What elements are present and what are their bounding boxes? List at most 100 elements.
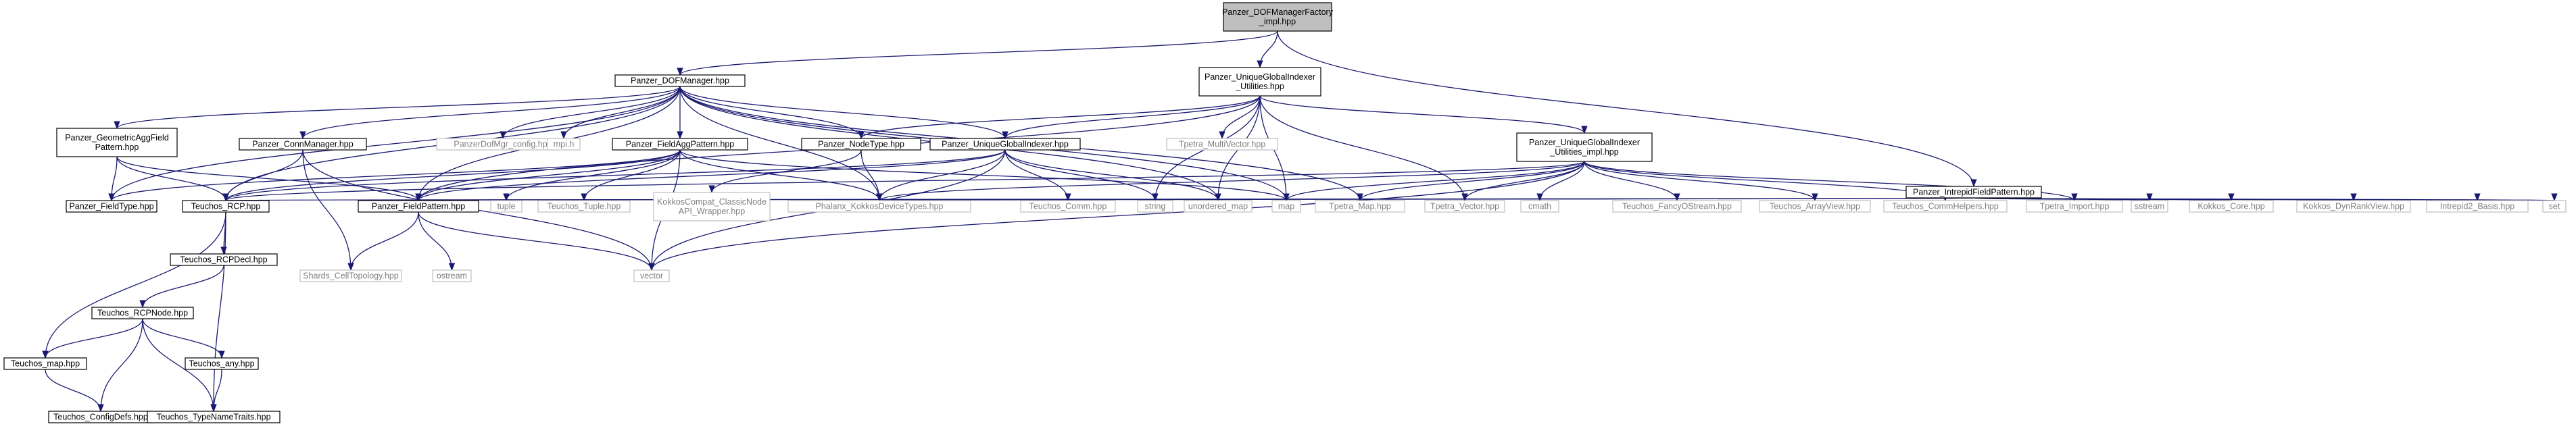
node-label: Panzer_DOFManagerFactory bbox=[1222, 7, 1334, 17]
node-label: Panzer_FieldType.hpp bbox=[69, 202, 153, 211]
node-label: mpi.h bbox=[554, 140, 575, 149]
node-label: Panzer_ConnManager.hpp bbox=[252, 140, 353, 149]
node-box bbox=[653, 192, 771, 222]
edge-rcpnode-to-tany bbox=[142, 318, 225, 359]
edge-tany-to-typename bbox=[210, 369, 222, 413]
node-box bbox=[1020, 200, 1116, 213]
node-box bbox=[929, 138, 1081, 151]
node-box bbox=[185, 357, 259, 370]
edge-dofmgr-to-geomagg bbox=[114, 86, 681, 130]
edge-ugi-to-rcp bbox=[222, 149, 1006, 202]
node-box bbox=[2189, 200, 2274, 213]
node-box bbox=[1883, 200, 2008, 213]
node-cmath: cmath bbox=[1520, 200, 1559, 213]
node-fancy: Teuchos_FancyOStream.hpp bbox=[1612, 200, 1742, 213]
node-fieldpat[interactable]: Panzer_FieldPattern.hpp bbox=[358, 200, 479, 213]
edge-geomagg-to-fieldpat bbox=[116, 156, 422, 202]
edge-ugiuimpl-to-tvec bbox=[1461, 161, 1585, 202]
edge-fieldagg-to-phalanx bbox=[679, 149, 883, 202]
node-box bbox=[91, 307, 194, 319]
node-label: Teuchos_ArrayView.hpp bbox=[1770, 202, 1860, 211]
node-box bbox=[787, 200, 971, 213]
node-rcp[interactable]: Teuchos_RCP.hpp bbox=[182, 200, 270, 213]
node-root[interactable]: Panzer_DOFManagerFactory_impl.hpp bbox=[1222, 2, 1334, 32]
node-label: Teuchos_TypeNameTraits.hpp bbox=[156, 413, 270, 422]
node-tcomm: Teuchos_Comm.hpp bbox=[1020, 200, 1116, 213]
edge-ugi-to-umap bbox=[1004, 149, 1221, 202]
edge-fieldagg-to-rcp bbox=[222, 149, 681, 202]
node-label: Teuchos_FancyOStream.hpp bbox=[1622, 202, 1732, 211]
edge-ugi-to-tcomm bbox=[1004, 149, 1071, 202]
node-label: unordered_map bbox=[1188, 202, 1248, 211]
node-box bbox=[1424, 200, 1505, 213]
edge-ugiu-to-ugi bbox=[1002, 95, 1261, 140]
node-ugi[interactable]: Panzer_UniqueGlobalIndexer.hpp bbox=[929, 138, 1081, 151]
node-ugiuimpl[interactable]: Panzer_UniqueGlobalIndexer_Utilities_imp… bbox=[1516, 132, 1653, 162]
node-tmaph[interactable]: Teuchos_map.hpp bbox=[3, 357, 87, 370]
node-cfgdefs[interactable]: Teuchos_ConfigDefs.hpp bbox=[48, 411, 153, 423]
node-intrepidfp[interactable]: Panzer_IntrepidFieldPattern.hpp bbox=[1905, 186, 2042, 199]
node-fieldtype[interactable]: Panzer_FieldType.hpp bbox=[66, 200, 157, 213]
node-mpih: mpi.h bbox=[547, 138, 581, 151]
edge-ugiu-to-nodetype bbox=[858, 95, 1261, 140]
edge-tmaph-to-cfgdefs bbox=[45, 369, 104, 413]
node-label: Teuchos_Comm.hpp bbox=[1029, 202, 1107, 211]
node-label: Panzer_UniqueGlobalIndexer bbox=[1205, 72, 1315, 82]
edge-ugiuimpl-to-rcp bbox=[223, 161, 1585, 202]
node-box bbox=[801, 138, 921, 151]
node-label: Tpetra_Map.hpp bbox=[1329, 202, 1391, 211]
node-label: _Utilities_impl.hpp bbox=[1549, 147, 1618, 157]
node-box bbox=[1271, 200, 1301, 213]
node-connmgr[interactable]: Panzer_ConnManager.hpp bbox=[239, 138, 367, 151]
node-typename[interactable]: Teuchos_TypeNameTraits.hpp bbox=[147, 411, 281, 423]
node-label: Panzer_IntrepidFieldPattern.hpp bbox=[1913, 188, 2035, 197]
node-tany[interactable]: Teuchos_any.hpp bbox=[185, 357, 259, 370]
edge-ugiuimpl-to-timport bbox=[1584, 161, 2078, 202]
edge-connmgr-to-shards bbox=[302, 149, 354, 271]
node-tuple: tuple bbox=[490, 200, 523, 213]
edge-fieldagg-to-map bbox=[679, 149, 1290, 202]
edge-dofmgr-to-mpih bbox=[560, 86, 681, 140]
edge-ugiuimpl-to-cmath bbox=[1536, 161, 1585, 202]
node-label: Intrepid2_Basis.hpp bbox=[2440, 202, 2515, 211]
edge-dofmgr-to-nodetype bbox=[679, 86, 865, 140]
node-label: Panzer_UniqueGlobalIndexer bbox=[1529, 138, 1640, 147]
node-box bbox=[1198, 67, 1321, 97]
edge-connmgr-to-rcp bbox=[222, 149, 303, 202]
node-label: cmath bbox=[1528, 202, 1551, 211]
node-vector: vector bbox=[633, 269, 670, 282]
node-box bbox=[66, 200, 157, 213]
node-kcore: Kokkos_Core.hpp bbox=[2189, 200, 2274, 213]
node-label: Teuchos_any.hpp bbox=[189, 359, 254, 369]
edge-ugi-to-string bbox=[1004, 149, 1159, 202]
edge-fieldagg-to-fieldtype bbox=[108, 149, 681, 202]
node-ugiu[interactable]: Panzer_UniqueGlobalIndexer_Utilities.hpp bbox=[1198, 67, 1321, 97]
node-nodetype[interactable]: Panzer_NodeType.hpp bbox=[801, 138, 921, 151]
node-label: Teuchos_CommHelpers.hpp bbox=[1892, 202, 1999, 211]
edge-fieldagg-to-tuple bbox=[503, 149, 681, 202]
edge-geomagg-to-rcp bbox=[116, 156, 229, 202]
node-box bbox=[147, 411, 281, 423]
edge-rcpnode-to-typename bbox=[142, 318, 217, 413]
node-label: Phalanx_KokkosDeviceTypes.hpp bbox=[815, 202, 943, 211]
node-dofmgr[interactable]: Panzer_DOFManager.hpp bbox=[614, 74, 746, 87]
edge-rcpnode-to-cfgdefs bbox=[97, 318, 143, 413]
node-box bbox=[239, 138, 367, 151]
edge-ugiu-to-ugiuimpl bbox=[1259, 95, 1588, 134]
edge-ugiuimpl-to-commh bbox=[1584, 161, 1949, 202]
node-fieldagg[interactable]: Panzer_FieldAggPattern.hpp bbox=[612, 138, 748, 151]
dependency-edges bbox=[42, 30, 2555, 413]
node-rcpdecl[interactable]: Teuchos_RCPDecl.hpp bbox=[170, 253, 278, 266]
node-string: string bbox=[1137, 200, 1173, 213]
node-tvec: Tpetra_Vector.hpp bbox=[1424, 200, 1505, 213]
node-box bbox=[614, 74, 746, 87]
node-label: vector bbox=[640, 271, 663, 281]
node-rcpnode[interactable]: Teuchos_RCPNode.hpp bbox=[91, 307, 194, 319]
edge-ugiuimpl-to-arrview bbox=[1584, 161, 1818, 202]
edge-dofmgr-to-ugi bbox=[679, 86, 1008, 140]
file-nodes: Panzer_DOFManagerFactory_impl.hppPanzer_… bbox=[3, 2, 2567, 423]
edge-ugiu-to-multivec bbox=[1219, 95, 1261, 140]
